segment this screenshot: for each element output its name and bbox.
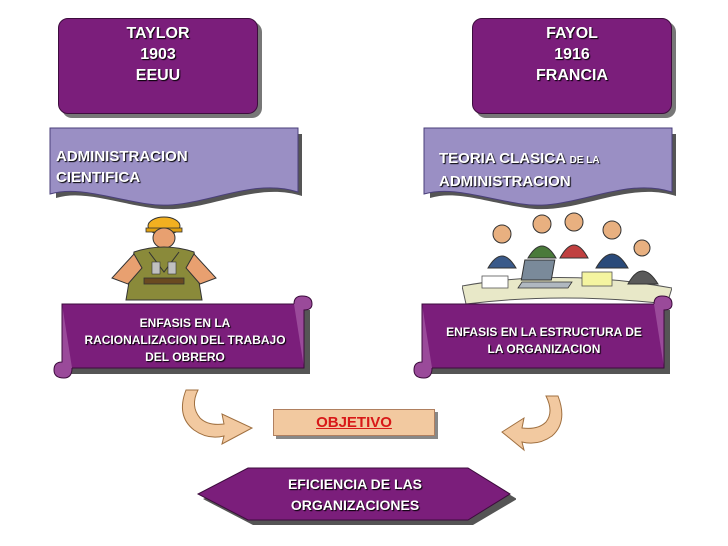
- right-doc-line1-main: TEORIA CLASICA: [439, 150, 566, 167]
- fayol-year: 1916: [554, 46, 590, 63]
- right-doc-line2: ADMINISTRACION: [439, 173, 571, 190]
- objetivo-label: OBJETIVO: [273, 409, 435, 436]
- eficiencia-text: EFICIENCIA DE LAS ORGANIZACIONES: [245, 474, 465, 516]
- curved-arrow-left-icon: [501, 395, 563, 452]
- right-document-shape: [423, 127, 676, 210]
- right-scroll-text: ENFASIS EN LA ESTRUCTURA DE LA ORGANIZAC…: [424, 324, 664, 358]
- eficiencia-line1: EFICIENCIA DE LAS: [287, 476, 423, 492]
- left-document-text: ADMINISTRACION CIENTIFICA: [56, 146, 188, 188]
- taylor-year: 1903: [140, 46, 176, 63]
- worker-clipart-icon: [111, 216, 217, 301]
- right-scroll-line2: LA ORGANIZACION: [487, 342, 601, 356]
- eficiencia-hexagon-shape: [196, 467, 516, 525]
- business-team-clipart-icon: [462, 212, 672, 305]
- taylor-name: TAYLOR: [126, 25, 190, 42]
- left-doc-line1: ADMINISTRACION: [56, 148, 188, 165]
- right-scroll-shape: [413, 295, 673, 379]
- fayol-name: FAYOL: [546, 25, 598, 42]
- right-doc-line1-small: DE LA: [569, 155, 600, 166]
- curved-arrow-right-icon: [181, 389, 254, 445]
- taylor-place: EEUU: [135, 67, 181, 84]
- taylor-box: TAYLOR 1903 EEUU: [58, 18, 258, 114]
- left-scroll-line3: DEL OBRERO: [145, 350, 225, 364]
- right-scroll-line1: ENFASIS EN LA ESTRUCTURA DE: [446, 325, 642, 339]
- left-document-shape: [49, 127, 302, 210]
- eficiencia-line2: ORGANIZACIONES: [290, 497, 420, 513]
- left-scroll-text: ENFASIS EN LA RACIONALIZACION DEL TRABAJ…: [62, 315, 308, 366]
- left-scroll-line2: RACIONALIZACION DEL TRABAJO: [84, 333, 286, 347]
- left-scroll-shape: [53, 295, 313, 379]
- fayol-place: FRANCIA: [536, 67, 608, 84]
- fayol-box: FAYOL 1916 FRANCIA: [472, 18, 672, 114]
- left-doc-line2: CIENTIFICA: [56, 169, 141, 186]
- left-scroll-line1: ENFASIS EN LA: [139, 316, 231, 330]
- right-document-text: TEORIA CLASICA DE LA ADMINISTRACION: [439, 148, 600, 192]
